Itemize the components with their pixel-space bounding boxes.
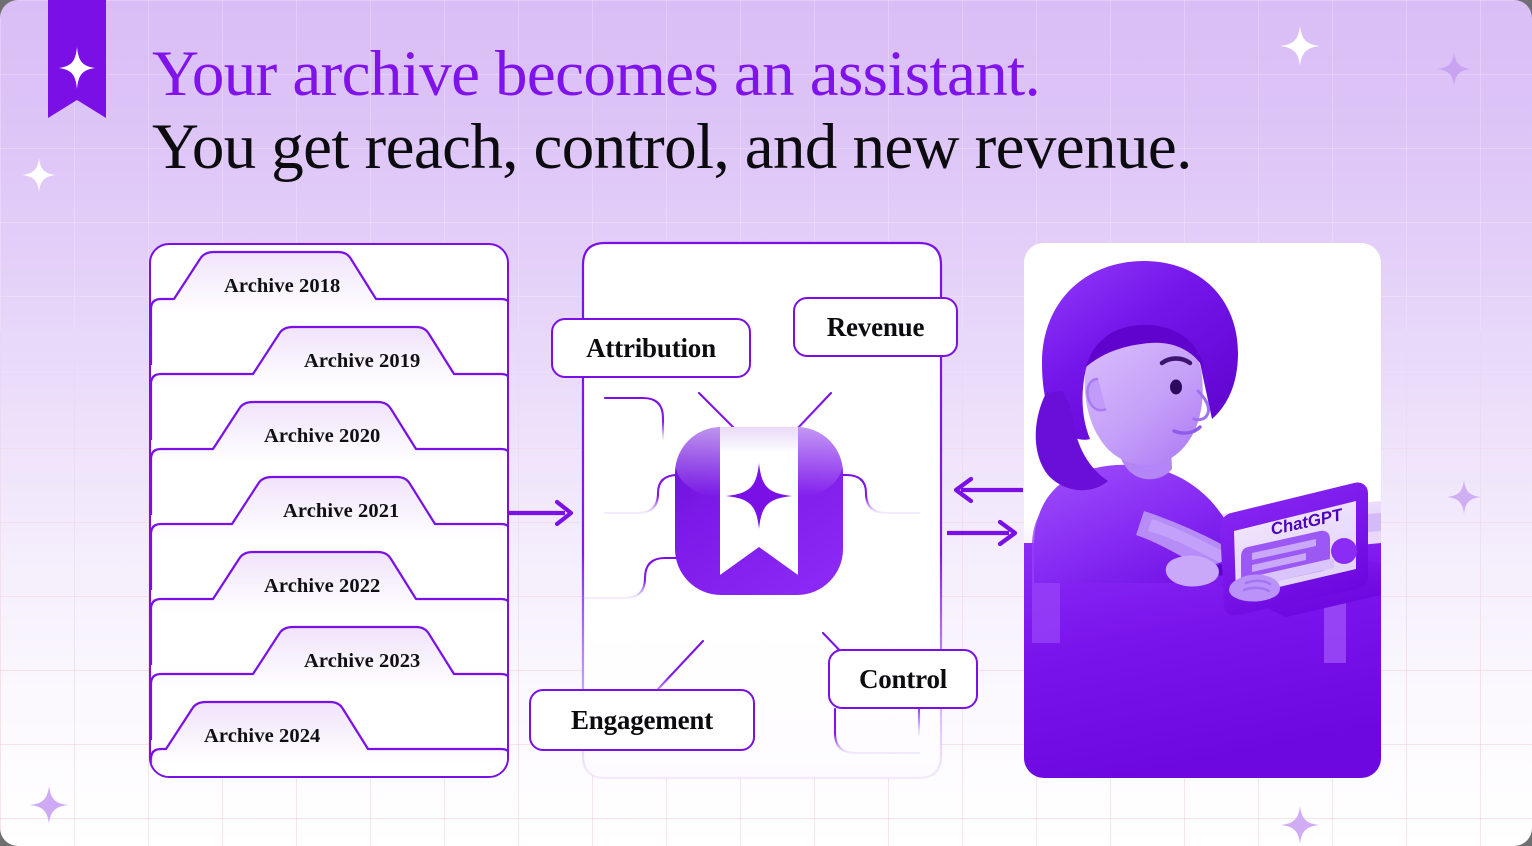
archive-folder[interactable]: Archive 2024 [151, 697, 507, 776]
node-label: Engagement [571, 704, 713, 735]
circuit-node-revenue[interactable]: Revenue [793, 297, 958, 357]
circuit-node-engagement[interactable]: Engagement [529, 689, 755, 751]
folder-label: Archive 2018 [224, 275, 341, 297]
brand-bookmark-icon [48, 0, 106, 118]
person-panel: ChatGPT [1024, 243, 1381, 778]
arrow-circuit-to-assistant-icon [947, 518, 1023, 548]
circuit-panel: Attribution Revenue Control Engagement [529, 241, 978, 780]
sparkle-decor-icon [30, 786, 68, 824]
sparkle-decor-icon [22, 158, 56, 192]
circuit-node-control[interactable]: Control [828, 649, 978, 709]
circuit-node-attribution[interactable]: Attribution [551, 318, 751, 378]
folder-label: Archive 2019 [304, 350, 421, 372]
folder-label: Archive 2023 [304, 650, 421, 672]
person-at-laptop-illustration: ChatGPT [1024, 243, 1381, 778]
folder-label: Archive 2024 [204, 725, 321, 747]
arrow-assistant-to-circuit-icon [947, 475, 1023, 505]
folder-label: Archive 2020 [264, 425, 381, 447]
headline-block: Your archive becomes an assistant. You g… [152, 38, 1482, 184]
arrow-archive-to-circuit-icon [507, 498, 579, 528]
node-label: Revenue [826, 311, 925, 342]
center-bookmark-tile-icon [673, 425, 845, 597]
headline-line-2: You get reach, control, and new revenue. [152, 110, 1192, 183]
archive-panel: Archive 2018 Archive 2019 Archive [149, 243, 509, 778]
sparkle-decor-icon [1447, 480, 1481, 514]
node-label: Attribution [586, 332, 716, 363]
folder-label: Archive 2021 [283, 500, 400, 522]
folder-label: Archive 2022 [264, 575, 381, 597]
sparkle-decor-icon [1281, 806, 1319, 844]
node-label: Control [858, 663, 948, 694]
archive-folder[interactable]: Archive 2020 [151, 397, 507, 517]
headline-line-1: Your archive becomes an assistant. [152, 38, 1041, 110]
folder-stack: Archive 2018 Archive 2019 Archive [151, 245, 507, 776]
